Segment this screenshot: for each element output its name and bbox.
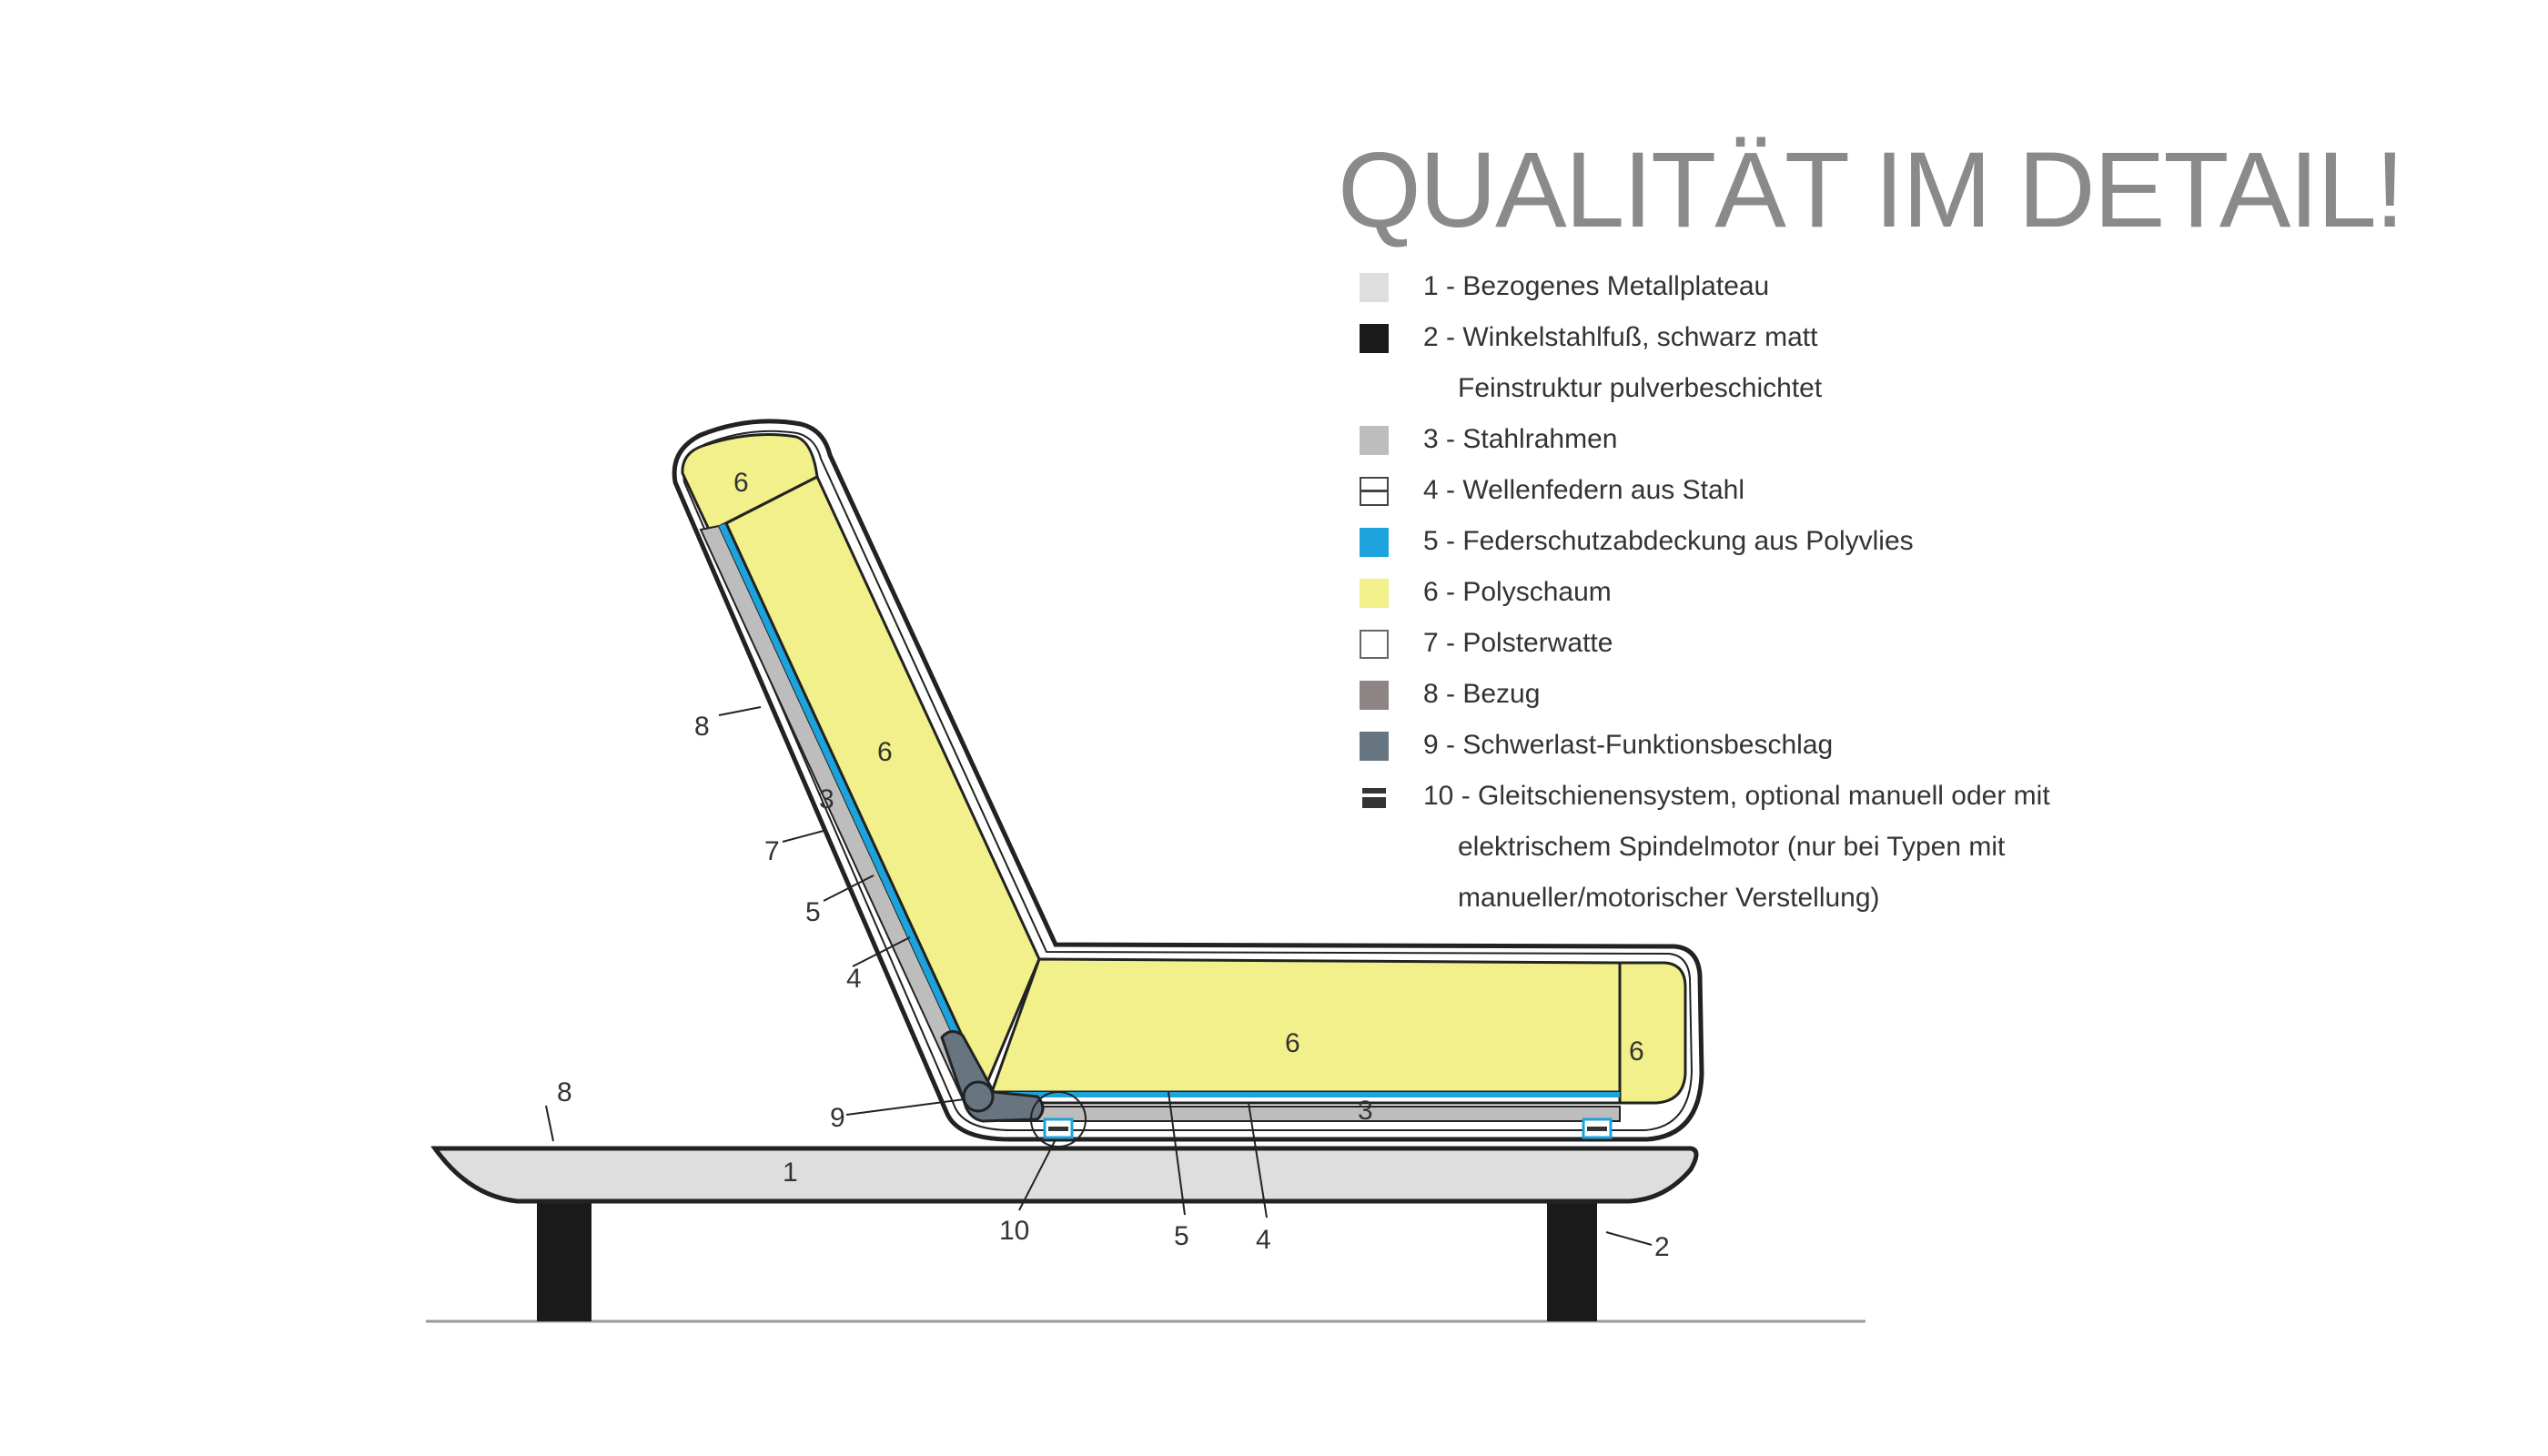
leg-left — [537, 1199, 592, 1321]
callout-6-top: 6 — [733, 468, 749, 498]
callout-1: 1 — [783, 1158, 798, 1188]
foam-swatch-icon — [1360, 579, 1389, 608]
legend-label: 4 - Wellenfedern aus Stahl — [1423, 475, 1744, 505]
callout-3-back: 3 — [819, 784, 834, 814]
legend-item-10: 10 - Gleitschienensystem, optional manue… — [1356, 772, 2175, 823]
fitting-swatch-icon — [1360, 732, 1389, 761]
callout-8-back: 8 — [694, 712, 710, 742]
legend-item-3: 3 - Stahlrahmen — [1356, 415, 2175, 466]
metal-platform — [430, 1146, 1699, 1204]
legend-item-2-cont: Feinstruktur pulverbeschichtet — [1356, 364, 2175, 415]
callout-6-seat: 6 — [1285, 1028, 1300, 1058]
rail-detail-circle — [1030, 1091, 1087, 1148]
steel-frame-swatch-icon — [1360, 426, 1389, 455]
legend-item-2: 2 - Winkelstahlfuß, schwarz matt — [1356, 313, 2175, 364]
fitting-hinge — [962, 1080, 995, 1113]
backrest-spring-cover — [719, 523, 986, 1090]
callout-5-seat: 5 — [1174, 1221, 1189, 1251]
callout-lines — [545, 706, 1653, 1246]
callout-7: 7 — [764, 836, 780, 866]
legend-label: 7 - Polsterwatte — [1423, 628, 1613, 658]
legend-label-cont: elektrischem Spindelmotor (nur bei Typen… — [1458, 832, 2006, 862]
padding-swatch-icon — [1360, 630, 1389, 659]
callout-2: 2 — [1654, 1232, 1670, 1262]
glide-rail-left-bar — [1048, 1127, 1068, 1131]
legend-item-4: 4 - Wellenfedern aus Stahl — [1356, 466, 2175, 517]
spring-cover-swatch-icon — [1360, 528, 1389, 557]
rail-swatch-icon — [1360, 783, 1389, 812]
backrest-foam-top — [681, 433, 819, 534]
legend-label: 1 - Bezogenes Metallplateau — [1423, 271, 1770, 301]
legend-label-cont: manueller/motorischer Verstellung) — [1458, 883, 1880, 913]
seat-spring-cover — [992, 1092, 1620, 1097]
callout-4-back: 4 — [846, 964, 862, 994]
springs-swatch-icon — [1360, 477, 1389, 506]
legend: 1 - Bezogenes Metallplateau 2 - Winkelst… — [1356, 262, 2175, 925]
legend-label: 2 - Winkelstahlfuß, schwarz matt — [1423, 322, 1818, 352]
callout-4-seat: 4 — [1256, 1225, 1271, 1255]
legend-label-cont: Feinstruktur pulverbeschichtet — [1458, 373, 1823, 403]
seat-steel-frame — [1000, 1106, 1621, 1122]
legend-label: 9 - Schwerlast-Funktionsbeschlag — [1423, 730, 1834, 760]
page-title: QUALITÄT IM DETAIL! — [1338, 130, 2405, 250]
callout-8-base: 8 — [557, 1077, 572, 1107]
legend-item-10-cont2: manueller/motorischer Verstellung) — [1356, 874, 2175, 925]
callout-6-back: 6 — [877, 737, 893, 767]
legend-item-6: 6 - Polyschaum — [1356, 568, 2175, 619]
legend-item-10-cont: elektrischem Spindelmotor (nur bei Typen… — [1356, 823, 2175, 874]
callout-9: 9 — [830, 1103, 845, 1133]
callout-6-front: 6 — [1629, 1036, 1644, 1067]
legend-item-7: 7 - Polsterwatte — [1356, 619, 2175, 670]
callout-10: 10 — [999, 1216, 1029, 1246]
callout-3-seat: 3 — [1358, 1096, 1373, 1126]
metal-plateau-swatch-icon — [1360, 273, 1389, 302]
legend-label: 8 - Bezug — [1423, 679, 1541, 709]
legend-label: 3 - Stahlrahmen — [1423, 424, 1618, 454]
legend-label: 10 - Gleitschienensystem, optional manue… — [1423, 781, 2050, 811]
steel-foot-swatch-icon — [1360, 324, 1389, 353]
legend-label: 6 - Polyschaum — [1423, 577, 1612, 607]
legend-item-9: 9 - Schwerlast-Funktionsbeschlag — [1356, 721, 2175, 772]
legend-item-8: 8 - Bezug — [1356, 670, 2175, 721]
seat-foam-main — [989, 957, 1622, 1094]
legend-label: 5 - Federschutzabdeckung aus Polyvlies — [1423, 526, 1914, 556]
seat-foam-front — [1618, 961, 1687, 1105]
cover-swatch-icon — [1360, 681, 1389, 710]
leg-right — [1547, 1199, 1597, 1321]
backrest-padding-line — [682, 430, 1694, 1131]
glide-rail-right-bar — [1587, 1127, 1607, 1131]
callout-5-back: 5 — [805, 897, 821, 927]
legend-item-5: 5 - Federschutzabdeckung aus Polyvlies — [1356, 517, 2175, 568]
legend-item-1: 1 - Bezogenes Metallplateau — [1356, 262, 2175, 313]
